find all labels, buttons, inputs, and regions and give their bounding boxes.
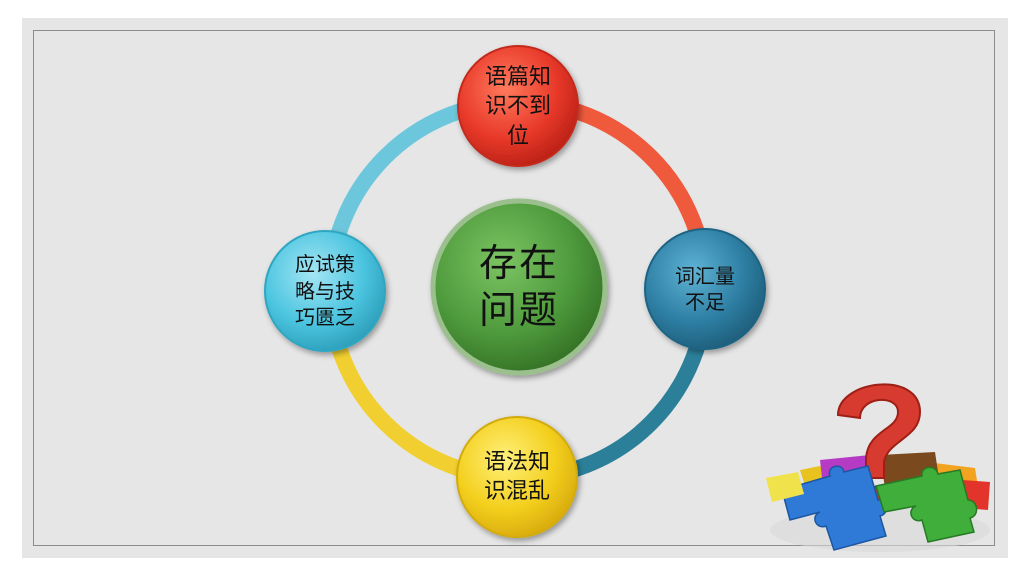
node-top-line-3: 位	[506, 123, 529, 149]
node-top-line-2: 识不到	[484, 94, 551, 120]
center-line-1: 存在	[478, 240, 559, 285]
node-discourse-knowledge: 语篇知 识不到 位	[458, 48, 578, 166]
node-grammar-knowledge: 语法知 识混乱	[456, 418, 578, 536]
node-test-strategy: 应试策 略与技 巧匮乏	[263, 232, 387, 350]
slide-frame	[33, 30, 995, 546]
node-bottom-line-2: 识混乱	[483, 479, 550, 504]
node-vocabulary: 词汇量 不足	[643, 230, 767, 348]
node-left-line-2: 略与技	[295, 278, 355, 303]
node-left-line-1: 应试策	[295, 252, 355, 277]
node-bottom-circle	[456, 416, 578, 538]
node-right-line-1: 词汇量	[675, 263, 735, 288]
center-node: 存在 问题	[432, 200, 606, 374]
node-right-line-2: 不足	[685, 290, 725, 314]
node-bottom-line-1: 语法知	[483, 449, 550, 475]
node-top-line-1: 语篇知	[484, 65, 551, 91]
node-top-circle	[457, 45, 579, 167]
node-left-circle	[264, 230, 386, 352]
puzzle-question-mark-icon	[766, 383, 990, 552]
center-line-2: 问题	[478, 288, 559, 332]
center-circle	[430, 198, 608, 376]
node-right-circle	[644, 228, 766, 350]
node-left-line-3: 巧匮乏	[295, 305, 355, 330]
